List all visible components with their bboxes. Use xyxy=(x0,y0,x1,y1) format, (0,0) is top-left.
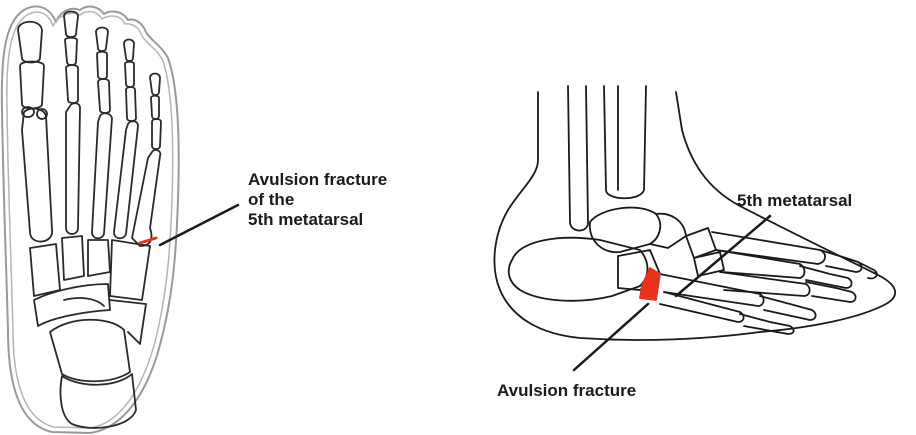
top-view-skin-inner xyxy=(7,12,173,428)
top-view-fracture-label: Avulsion fracture of the 5th metatarsal xyxy=(248,170,387,230)
top-view-bones xyxy=(18,12,161,428)
top-view-fracture-mark xyxy=(140,238,156,243)
side-view-metatarsal-label: 5th metatarsal xyxy=(737,191,852,211)
side-view-fracture-leader xyxy=(574,304,648,370)
side-view-fracture-mark xyxy=(640,268,660,300)
tibia xyxy=(604,86,646,198)
side-view-fracture-text: Avulsion fracture xyxy=(497,381,636,401)
side-view-skin-outline xyxy=(494,92,895,340)
side-view-fracture-label: Avulsion fracture xyxy=(497,381,636,401)
top-view-label-line-1: Avulsion fracture xyxy=(248,170,387,190)
top-view-label-line-3: 5th metatarsal xyxy=(248,210,387,230)
fibula xyxy=(568,86,588,231)
top-view-foot xyxy=(2,6,238,433)
side-view-metatarsal-text: 5th metatarsal xyxy=(737,191,852,211)
top-view-label-line-2: of the xyxy=(248,190,387,210)
side-view-foot xyxy=(494,86,895,370)
